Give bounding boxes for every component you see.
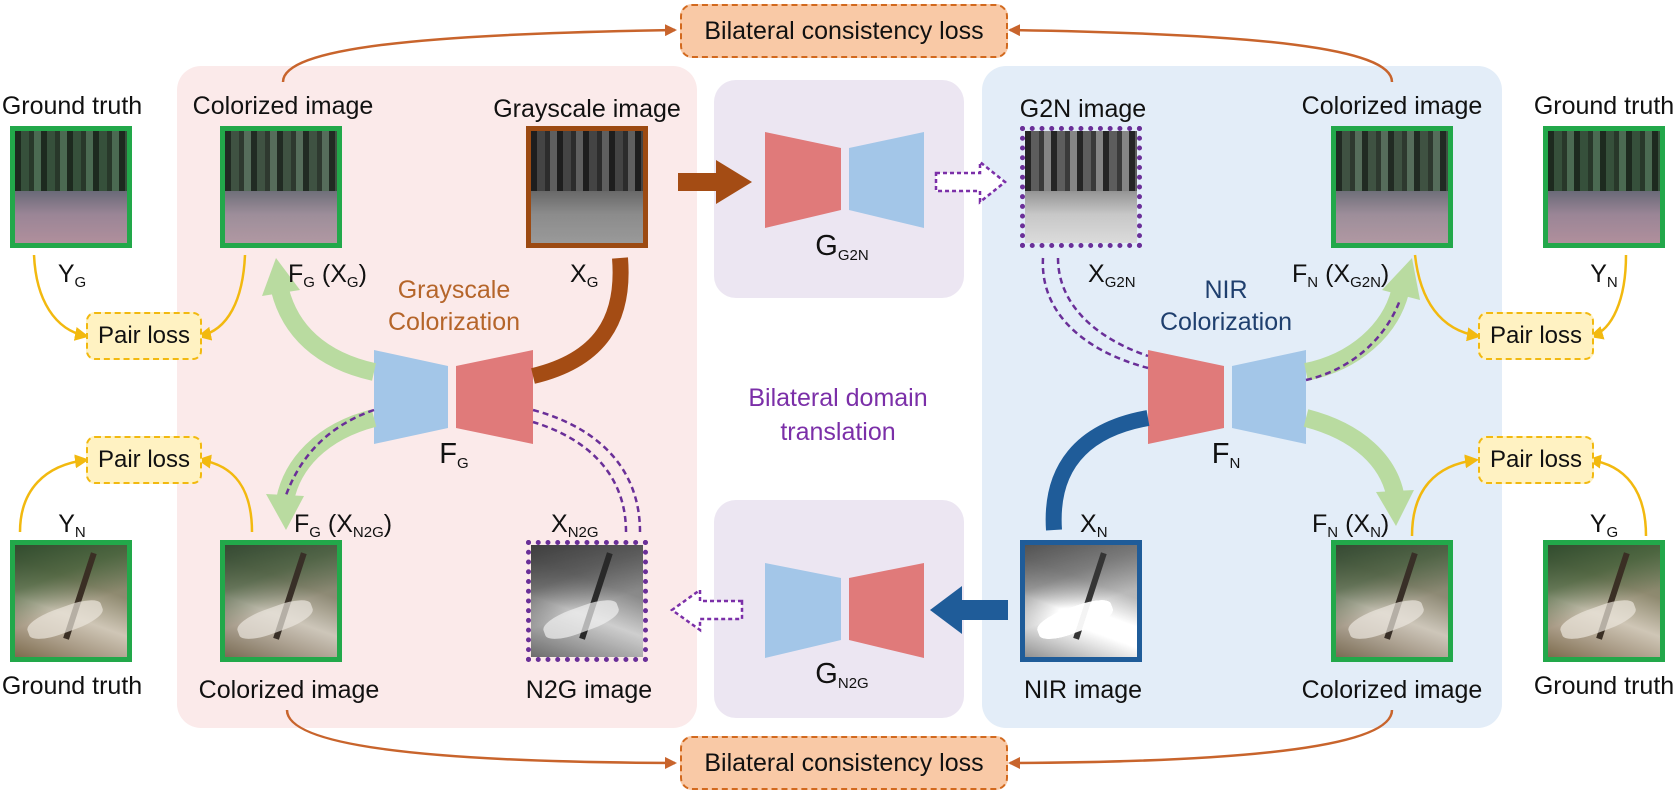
nir-colorization-title-line2: Colorization [1159, 308, 1293, 336]
n2g-image-label: N2G image [525, 676, 653, 704]
colorized-image-bottom-right [1331, 540, 1453, 662]
bottom-consistency-arrow-left [285, 709, 677, 769]
fn-output-arrow-top [1303, 289, 1409, 381]
bilateral-consistency-loss-bottom: Bilateral consistency loss [680, 736, 1008, 790]
fg-xn2g-dashed-arrow [283, 408, 375, 499]
xn2g-dashed-arrow [532, 408, 642, 533]
fn-output-arrowhead-bottom [1376, 490, 1414, 526]
yg-label-bottom-right: YG [1589, 510, 1619, 541]
xn2g-dashed-arrow-2 [532, 420, 628, 533]
fn-label: FN [1211, 438, 1241, 472]
colorized-label-top-left: Colorized image [192, 92, 374, 120]
fg-encoder [456, 350, 533, 444]
fn-output-arrow-bottom [1303, 409, 1404, 497]
xn-label: XN [1080, 510, 1108, 541]
top-consistency-arrow-right [1008, 24, 1394, 83]
fn-encoder [1148, 350, 1224, 444]
pair-arrow-br-gt [1587, 454, 1648, 537]
pair-arrow-tl-gt [32, 254, 89, 341]
bilateral-domain-translation-line1: Bilateral domain [748, 384, 928, 412]
grayscale-image-label: Grayscale image [493, 95, 681, 123]
pair-loss-top-right: Pair loss [1478, 312, 1594, 360]
n2g-image [526, 540, 648, 662]
g2n-label: GG2N [815, 230, 869, 264]
ground-truth-image-bottom-right [1543, 540, 1665, 662]
fg-label: FG [439, 438, 469, 472]
xg2n-label: XG2N [1088, 260, 1136, 291]
fg-output-arrow-bottom [276, 409, 377, 503]
ground-truth-label-bottom-right: Ground truth [1533, 672, 1674, 700]
n2g-encoder [849, 563, 924, 658]
fn-xg2n-label: FN (XG2N) [1292, 260, 1390, 291]
grayscale-input-arrow [531, 257, 629, 384]
ground-truth-label-bottom-left: Ground truth [1, 672, 143, 700]
pair-loss-bottom-right: Pair loss [1478, 436, 1594, 484]
colorized-image-top-right [1331, 126, 1453, 248]
fn-xg2n-dashed-arrow [1305, 299, 1402, 382]
n2g-network [765, 563, 924, 658]
ground-truth-image-bottom-left [10, 540, 132, 662]
pair-arrow-tl-col [197, 254, 247, 341]
nir-colorization-title-line1: NIR [1204, 276, 1248, 304]
colorized-label-top-right: Colorized image [1301, 92, 1483, 120]
grayscale-colorization-title-line1: Grayscale [397, 276, 511, 304]
yn-label-bottom-left: YN [58, 510, 86, 541]
yn-label-top-right: YN [1590, 260, 1618, 291]
colorized-label-bottom-left: Colorized image [198, 676, 380, 704]
g2n-network [765, 132, 924, 228]
g2n-image-label: G2N image [1019, 95, 1147, 123]
top-consistency-arrow-left [281, 24, 677, 83]
colorized-image-top-left [220, 126, 342, 248]
bottom-consistency-arrow-right [1008, 709, 1394, 769]
pair-loss-bottom-left: Pair loss [86, 436, 202, 484]
grayscale-colorization-title-line2: Colorization [387, 308, 521, 336]
n2g-output-arrow [669, 587, 744, 633]
nir-to-n2g-arrow [930, 586, 1008, 634]
ground-truth-label-top-left: Ground truth [1, 92, 143, 120]
colorized-label-bottom-right: Colorized image [1301, 676, 1483, 704]
xg2n-dashed-arrow-2 [1056, 257, 1149, 358]
n2g-label: GN2G [815, 658, 869, 692]
pair-arrow-bl-gt [18, 454, 89, 533]
fn-xn-label: FN (XN) [1312, 510, 1390, 541]
grayscale-image [526, 126, 648, 248]
nir-image [1020, 540, 1142, 662]
fg-network [374, 350, 533, 444]
xg-label: XG [570, 260, 599, 291]
pair-loss-top-left: Pair loss [86, 312, 202, 360]
fg-output-arrowhead-bottom [266, 494, 304, 530]
bilateral-consistency-loss-top: Bilateral consistency loss [680, 4, 1008, 58]
fg-decoder [374, 350, 448, 444]
fg-output-arrowhead-top [262, 258, 300, 296]
ground-truth-image-top-left [10, 126, 132, 248]
n2g-decoder [765, 563, 841, 658]
g2n-decoder [849, 132, 924, 228]
pair-arrow-tr-gt [1589, 254, 1628, 340]
bilateral-domain-translation-line2: translation [780, 418, 896, 446]
colorized-image-bottom-left [220, 540, 342, 662]
pair-arrow-bl-col [197, 454, 254, 533]
fg-xg-label: FG (XG) [288, 260, 367, 291]
xn2g-label: XN2G [551, 510, 599, 541]
pair-arrow-tr-col [1413, 254, 1481, 342]
fn-network [1148, 350, 1306, 444]
grayscale-to-g2n-arrow [678, 160, 752, 204]
ground-truth-image-top-right [1543, 126, 1665, 248]
ground-truth-label-top-right: Ground truth [1533, 92, 1674, 120]
nir-input-arrow [1045, 410, 1150, 531]
nir-image-label: NIR image [1023, 676, 1143, 704]
fg-xn2g-label: FG (XN2G) [294, 510, 393, 541]
xg2n-dashed-arrow [1041, 257, 1149, 370]
g2n-image [1020, 126, 1142, 248]
g2n-encoder [765, 132, 841, 228]
fn-decoder [1232, 350, 1306, 444]
fn-output-arrowhead-top [1382, 258, 1420, 300]
yg-label-top-left: YG [57, 260, 87, 291]
fg-output-arrow-top [271, 287, 377, 381]
pair-arrow-br-col [1410, 454, 1479, 537]
g2n-output-arrow [934, 159, 1008, 205]
